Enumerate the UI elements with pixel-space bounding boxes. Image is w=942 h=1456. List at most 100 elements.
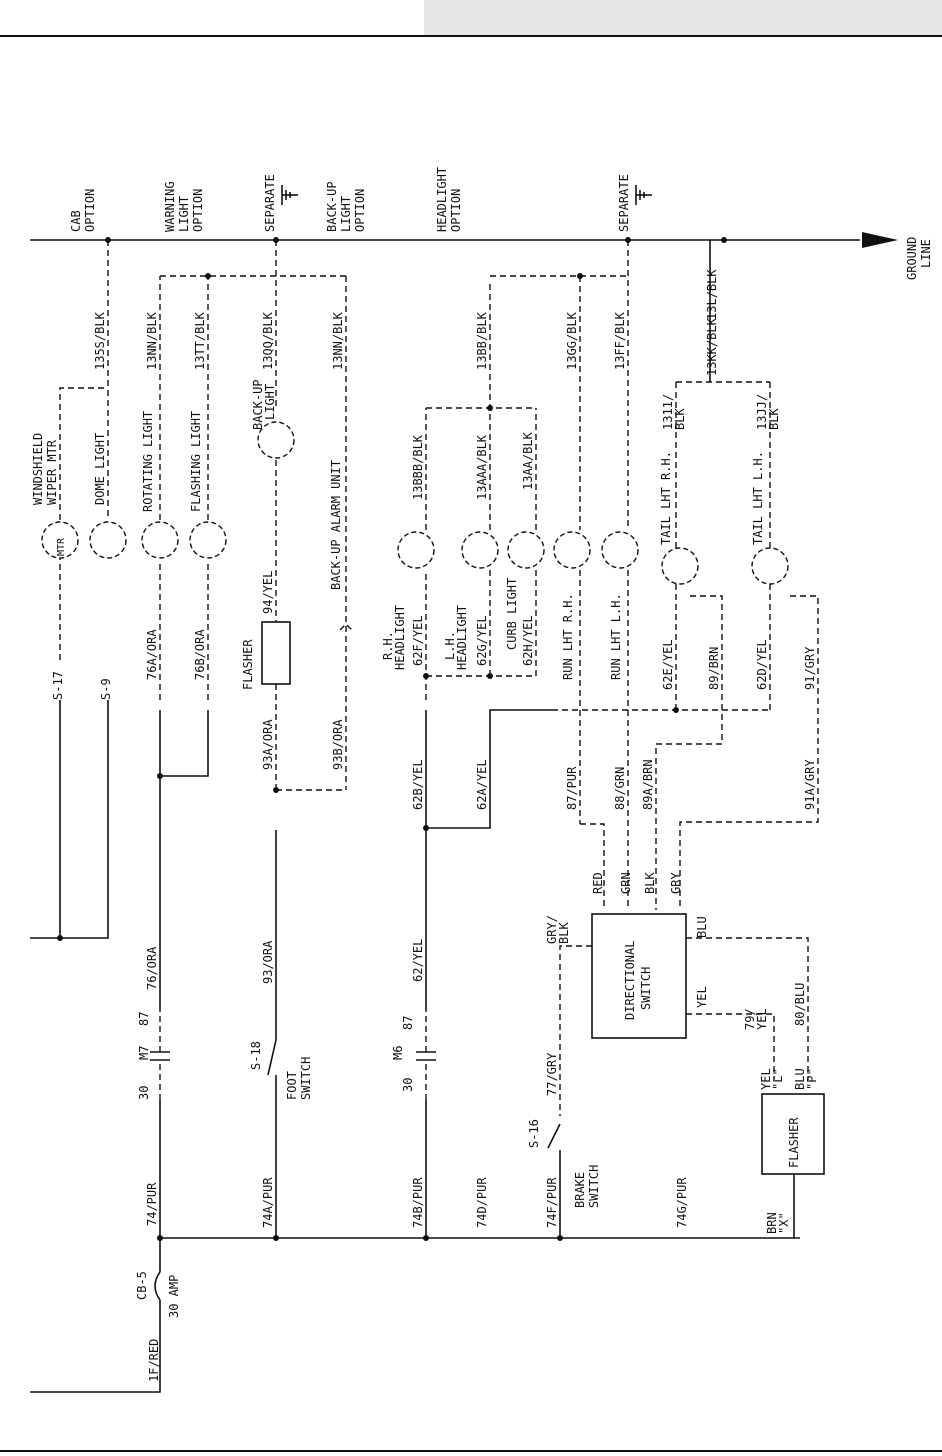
label-m6: M6 [391, 1046, 405, 1060]
svg-text:HEADLIGHT: HEADLIGHT [435, 167, 449, 232]
tail-light-lh-icon [751, 547, 789, 585]
wire-label: 94/YEL [261, 571, 275, 614]
tail-light-rh-icon [661, 547, 699, 585]
svg-text:GRY: GRY [669, 872, 683, 894]
svg-text:WIPER MTR: WIPER MTR [45, 439, 59, 505]
svg-text:BLK: BLK [673, 408, 687, 430]
svg-text:87: 87 [401, 1016, 415, 1030]
wire-label: 88/GRN [613, 767, 627, 810]
option-back-up-light: BACK-UP LIGHT OPTION [325, 181, 367, 232]
svg-text:87: 87 [137, 1012, 151, 1026]
windshield-wiper-motor-icon [41, 521, 79, 559]
foot-switch-s18 [267, 1039, 277, 1076]
label-s9: S-9 [99, 678, 113, 700]
wire-label: 62/YEL [411, 939, 425, 982]
label-cb5: CB-5 [135, 1271, 149, 1300]
wire-label: 13TT/BLK [193, 311, 207, 370]
wire-label: 13JJ/ [755, 394, 769, 430]
run-light-lh-icon [601, 531, 639, 569]
wire-label: 74/PUR [145, 1182, 159, 1226]
svg-text:BLK: BLK [643, 872, 657, 894]
label-run-rh: RUN LHT R.H. [561, 593, 575, 680]
wire-1f-red [30, 1300, 161, 1393]
wire-label: 62D/YEL [755, 639, 769, 690]
wire-label: 93A/ORA [261, 719, 275, 770]
wire-label: 62B/YEL [411, 759, 425, 810]
svg-text:SEPARATE: SEPARATE [617, 174, 631, 232]
wire-label: 13NN/BLK [331, 311, 345, 370]
wire-label: 13KK/BLK [705, 317, 719, 376]
lh-headlight-icon [461, 531, 499, 569]
wire-label: 13AAA/BLK [475, 434, 489, 500]
svg-text:"P": "P" [805, 1068, 819, 1090]
wire-label: 13FF/BLK [613, 311, 627, 370]
wire-label: 62G/YEL [475, 615, 489, 666]
label-m7: M7 [137, 1046, 151, 1060]
svg-text:SWITCH: SWITCH [299, 1057, 313, 1100]
back-up-light-icon [257, 421, 295, 459]
wire-label: 74F/PUR [545, 1177, 559, 1228]
svg-text:GRY/: GRY/ [545, 915, 559, 944]
wire-label: 89A/BRN [641, 759, 655, 810]
wire-label: 89/BRN [707, 647, 721, 690]
flasher-bottom-box [761, 1093, 825, 1175]
label-flashing-light: FLASHING LIGHT [189, 411, 203, 512]
wire-label: 1311/ [661, 394, 675, 430]
svg-text:SWITCH: SWITCH [639, 967, 653, 1010]
ground-arrow-icon [862, 232, 898, 248]
svg-text:BRN: BRN [765, 1212, 779, 1234]
wire-76-split [160, 710, 209, 777]
wire-label: YEL [755, 1008, 769, 1030]
label-run-lh: RUN LHT L.H. [609, 593, 623, 680]
curb-light-icon [507, 531, 545, 569]
svg-text:LINE: LINE [919, 239, 933, 268]
svg-text:RED: RED [591, 872, 605, 894]
directional-switch-box [591, 913, 687, 1039]
label-tail-lh: TAIL LHT L.H. [751, 451, 765, 545]
svg-text:YEL: YEL [759, 1068, 773, 1090]
wire-label: 93/ORA [261, 940, 275, 984]
wire-cab-switches [59, 700, 109, 939]
svg-text:YEL: YEL [695, 986, 709, 1008]
label-rotating-light: ROTATING LIGHT [141, 411, 155, 512]
ground-symbol-icon [281, 185, 298, 205]
option-separate-1: SEPARATE [263, 174, 277, 232]
wire-label: 13NN/BLK [145, 311, 159, 370]
wire-label: 74G/PUR [675, 1177, 689, 1228]
option-separate-2: SEPARATE [617, 174, 631, 232]
wire-label: 77/GRY [545, 1052, 559, 1096]
svg-text:OPTION: OPTION [83, 189, 97, 232]
svg-text:BLU: BLU [793, 1068, 807, 1090]
wire-label: 13L/BLK [705, 269, 719, 320]
wire-62a-yel [426, 709, 552, 829]
wire-77-gry [559, 945, 592, 1116]
svg-text:SEPARATE: SEPARATE [263, 174, 277, 232]
label-curb-light: CURB LIGHT [505, 578, 519, 650]
wire-label: 74A/PUR [261, 1177, 275, 1228]
label-brake-switch: BRAKE [573, 1172, 587, 1208]
svg-text:BLK: BLK [767, 408, 781, 430]
label-s18: S-18 [249, 1041, 263, 1070]
wire-79-yel [686, 1013, 775, 1080]
label-directional-switch: DIRECTIONAL [623, 941, 637, 1020]
svg-text:SWITCH: SWITCH [587, 1165, 601, 1208]
wire-80-blu [686, 937, 809, 1080]
svg-text:HEADLIGHT: HEADLIGHT [455, 605, 469, 670]
svg-text:BLK: BLK [557, 922, 571, 944]
dome-light-icon [89, 521, 127, 559]
wire-label: 79/ [743, 1008, 757, 1030]
wire-label: 62A/YEL [475, 759, 489, 810]
svg-text:BLU: BLU [695, 916, 709, 938]
wire-label: 74B/PUR [411, 1177, 425, 1228]
svg-text:"L": "L" [771, 1068, 785, 1090]
label-s17: S-17 [51, 671, 65, 700]
wire-label: 87/PUR [565, 766, 579, 810]
wire-label: 62E/YEL [661, 639, 675, 690]
brake-switch-s16 [547, 1123, 561, 1149]
wire-label: 76B/ORA [193, 629, 207, 680]
circuit-breaker-cb5 [154, 1271, 161, 1301]
wire-label: 13GG/BLK [565, 311, 579, 370]
svg-text:WARNING: WARNING [163, 181, 177, 232]
svg-text:LIGHT: LIGHT [339, 196, 353, 232]
svg-text:OPTION: OPTION [449, 189, 463, 232]
